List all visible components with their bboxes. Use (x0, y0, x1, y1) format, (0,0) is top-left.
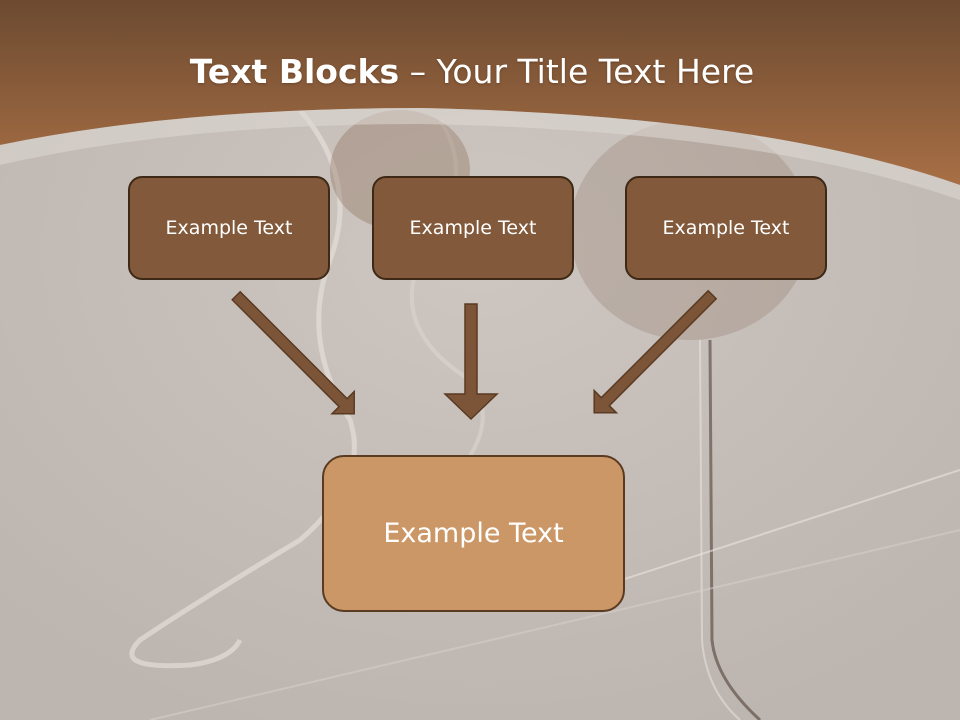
slide-title-rest: – Your Title Text Here (399, 52, 755, 91)
target-block[interactable]: Example Text (322, 455, 625, 612)
text-block-1-label: Example Text (165, 217, 293, 239)
arrow-left (231, 290, 355, 415)
slide-title-bold: Text Blocks (189, 52, 400, 91)
text-block-1[interactable]: Example Text (128, 176, 330, 280)
text-block-2-label: Example Text (409, 217, 537, 239)
slide-title: Text Blocks – Your Title Text Here (0, 52, 944, 91)
text-block-3-label: Example Text (662, 217, 790, 239)
target-block-label: Example Text (383, 518, 564, 549)
arrow-center (443, 303, 499, 421)
text-block-2[interactable]: Example Text (372, 176, 574, 280)
text-block-3[interactable]: Example Text (625, 176, 827, 280)
arrow-right (593, 289, 718, 414)
